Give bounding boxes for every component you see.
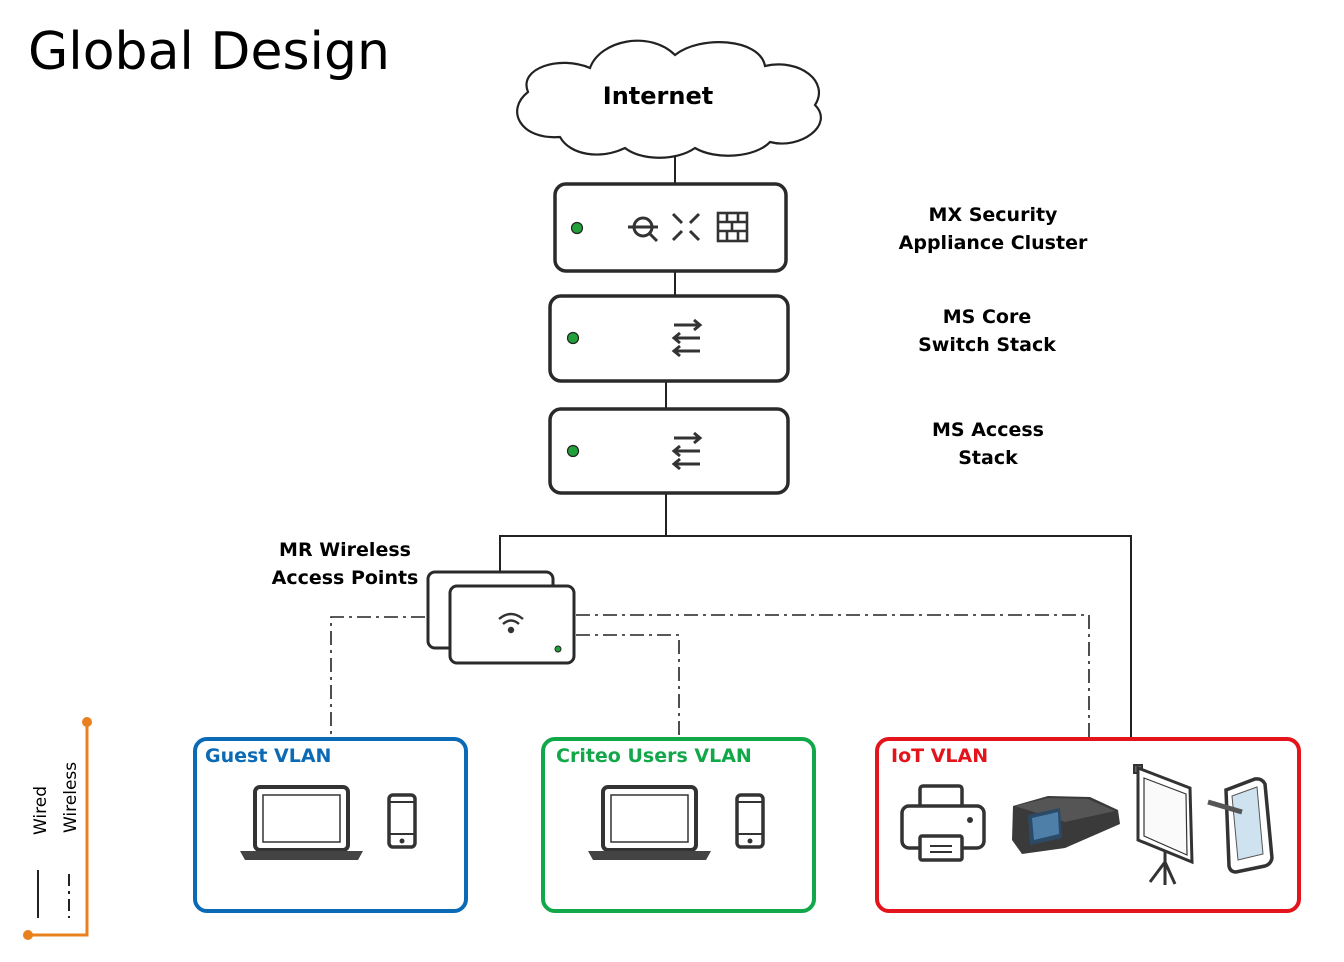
projector-screen-icon (1133, 764, 1194, 885)
laptop-icon (240, 785, 363, 860)
firewall-icon (716, 211, 749, 243)
link-bus (499, 535, 1132, 738)
core-label-line1: MS Core (943, 306, 1031, 328)
conference-phone-icon (1012, 796, 1120, 854)
laptop-icon (588, 785, 711, 860)
mx-status-led (570, 221, 584, 235)
core-label-line2: Switch Stack (918, 334, 1056, 356)
legend-dot-bottom (23, 930, 33, 940)
wifi-icon (498, 612, 524, 634)
mx-label-line2: Appliance Cluster (899, 232, 1088, 254)
legend-dot-top (82, 717, 92, 727)
mx-appliance (553, 182, 788, 273)
access-label-line2: Stack (958, 447, 1018, 469)
mx-label-line1: MX Security (929, 204, 1058, 226)
vlan-criteo: Criteo Users VLAN (541, 737, 816, 913)
access-status-led (566, 444, 580, 458)
legend-wireless-label: Wireless (61, 762, 81, 833)
collapse-arrows-icon (671, 212, 701, 242)
wireless-links (330, 614, 1090, 738)
mr-access-points (426, 570, 576, 665)
internet-label: Internet (603, 82, 713, 110)
mr-label-line2: Access Points (272, 567, 419, 589)
phone-icon (387, 793, 417, 849)
wireless-to-criteo (576, 634, 680, 738)
page-title: Global Design (28, 22, 390, 82)
switch-arrows-icon (671, 431, 703, 471)
vlan-guest-title: Guest VLAN (205, 745, 331, 767)
vlan-iot-title: IoT VLAN (891, 745, 988, 767)
phone-icon (735, 793, 765, 849)
vlan-criteo-title: Criteo Users VLAN (556, 745, 752, 767)
legend-bracket (28, 722, 89, 937)
tablet-icon (1207, 777, 1274, 874)
wireless-to-guest (330, 616, 425, 738)
internet-cloud: Internet (516, 39, 822, 159)
legend-wired-label: Wired (31, 786, 51, 835)
ms-core-switch (548, 294, 790, 383)
mr-label-line1: MR Wireless (279, 539, 411, 561)
core-status-led (566, 331, 580, 345)
switch-arrows-icon (671, 318, 703, 358)
ap-status-led (554, 645, 562, 653)
ms-access-switch (548, 407, 790, 495)
printer-icon (900, 784, 986, 862)
vpn-icon (628, 216, 659, 243)
access-label-line1: MS Access (932, 419, 1044, 441)
legend: Wired Wireless (23, 717, 92, 940)
wireless-to-iot (576, 614, 1090, 738)
vlan-guest: Guest VLAN (193, 737, 468, 913)
vlan-iot: IoT VLAN (875, 737, 1301, 913)
